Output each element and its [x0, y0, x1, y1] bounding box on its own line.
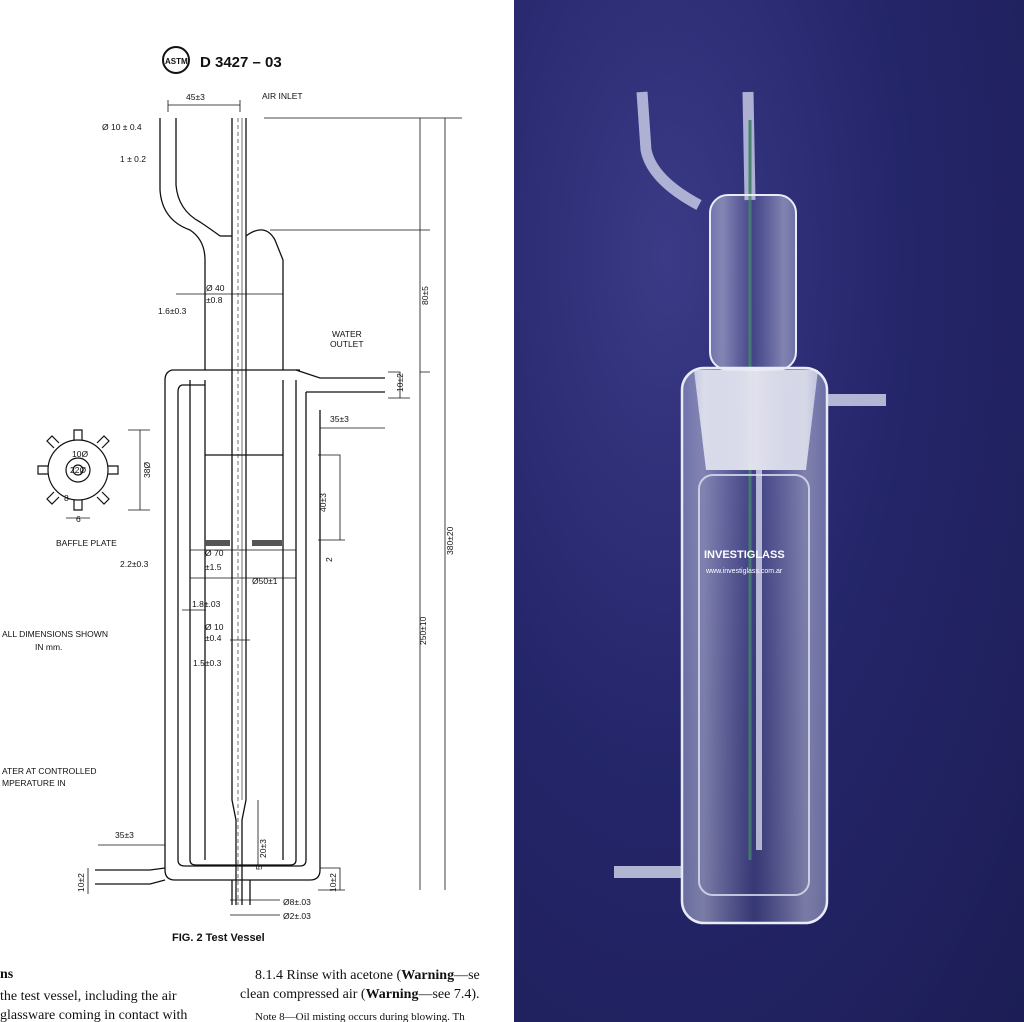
dim-8: 8	[64, 493, 69, 503]
all-dims-label-2: IN mm.	[35, 642, 62, 652]
dim-1-6: 1.6±0.3	[158, 306, 187, 316]
dim-1-8: 1.8±.03	[192, 599, 221, 609]
all-dims-label-1: ALL DIMENSIONS SHOWN	[2, 629, 108, 639]
dim-35-inlet: 35±3	[115, 830, 134, 840]
dim-10-tube-tol: ±0.4	[205, 633, 222, 643]
upper-body	[709, 194, 797, 371]
dim-38: 38Ø	[142, 462, 152, 478]
dim-10-outlet: 10±2	[395, 373, 405, 392]
dim-22: 22Ø	[70, 465, 86, 475]
left-text-line1: the test vessel, including the air	[0, 989, 177, 1004]
left-text-line2: glassware coming in contact with	[0, 1008, 187, 1022]
figure-caption: FIG. 2 Test Vessel	[172, 932, 265, 944]
dim-1-5: 1.5±0.3	[193, 658, 222, 668]
dim-10-inlet: 10±2	[76, 873, 86, 892]
glass-vessel-photo: INVESTIGLASS www.investiglass.com.ar	[514, 0, 1024, 1022]
dim-wall: 1 ± 0.2	[120, 154, 146, 164]
dim-2-2: 2.2±0.3	[120, 559, 149, 569]
dim-tube-dia: Ø 10 ± 0.4	[102, 122, 142, 132]
dim-80: 80±5	[420, 286, 430, 305]
outer-jacket	[680, 366, 829, 925]
dim-10-tube: Ø 10	[205, 622, 224, 632]
section-heading: ns	[0, 967, 14, 982]
air-inlet-label: AIR INLET	[262, 91, 303, 101]
dim-380: 380±20	[445, 526, 455, 555]
test-vessel-drawing: ASTM D 3427 – 03	[0, 46, 480, 1022]
glass-vessel-illustration: INVESTIGLASS www.investiglass.com.ar	[614, 91, 886, 925]
dim-20: 20±3	[258, 839, 268, 858]
water-outlet-label-2: OUTLET	[330, 339, 364, 349]
standard-number: D 3427 – 03	[200, 54, 282, 71]
glass-print-url: www.investiglass.com.ar	[705, 568, 783, 575]
right-text-line2: clean compressed air (Warning—see 7.4).	[240, 987, 480, 1002]
dim-10-bottom: 10±2	[328, 873, 338, 892]
dim-8-outlet: Ø8±.03	[283, 897, 311, 907]
water-in-label-2: MPERATURE IN	[2, 778, 66, 788]
dim-40-baffle: 40±3	[318, 493, 328, 512]
dim-40-tol: ±0.8	[206, 295, 223, 305]
dim-2: 2	[324, 557, 334, 562]
dim-50: Ø50±1	[252, 576, 278, 586]
dim-70: Ø 70	[205, 548, 224, 558]
baffle-plate-shape	[205, 540, 230, 546]
note-text: Note 8—Oil misting occurs during blowing…	[255, 1011, 465, 1022]
water-in-label-1: ATER AT CONTROLLED	[2, 766, 96, 776]
water-outlet-label-1: WATER	[332, 329, 362, 339]
baffle-plate-detail	[37, 429, 119, 511]
svg-text:ASTM: ASTM	[165, 57, 188, 66]
glass-print-brand: INVESTIGLASS	[704, 549, 785, 561]
baffle-plate-label: BAFFLE PLATE	[56, 538, 117, 548]
technical-drawing-page: ASTM D 3427 – 03	[0, 46, 480, 1022]
astm-logo: ASTM	[162, 46, 190, 74]
dim-10-star: 10Ø	[72, 449, 88, 459]
dim-35-outlet: 35±3	[330, 414, 349, 424]
dim-250: 250±10	[418, 616, 428, 645]
right-text-line1: 8.1.4 Rinse with acetone (Warning—se	[255, 968, 480, 983]
side-tube	[636, 91, 702, 210]
dim-40: Ø 40	[206, 283, 225, 293]
dim-5: 5	[254, 865, 264, 870]
dim-2-outlet: Ø2±.03	[283, 911, 311, 921]
dim-6: 6	[76, 514, 81, 524]
inner-vessel	[698, 474, 810, 896]
dim-70-tol: ±1.5	[205, 562, 222, 572]
dim-45: 45±3	[186, 92, 205, 102]
